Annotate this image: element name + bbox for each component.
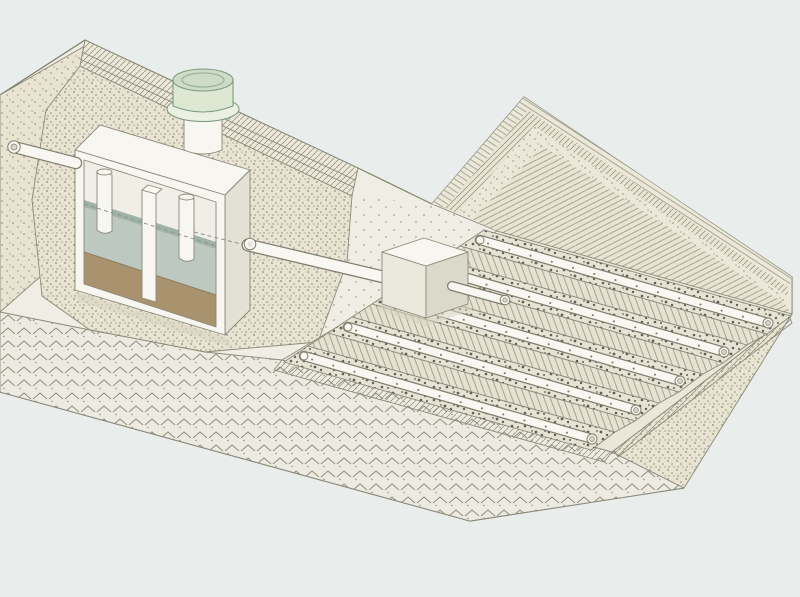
septic-tank [74, 124, 251, 348]
trench-ridge-4-texture [308, 333, 635, 432]
inlet-tee-cap [96, 168, 113, 176]
outlet-tee [178, 195, 195, 262]
lid-top-ring [181, 72, 225, 88]
trench-ridge-3-texture [352, 304, 679, 403]
hidden-outlet-dashed-line [193, 231, 250, 247]
trench-ridge-1-texture [440, 246, 767, 345]
inlet-pipe-opening [10, 143, 18, 151]
saddle-edge-line [357, 167, 433, 205]
inlet-tee [96, 170, 113, 234]
trench-ridge-2-texture [396, 275, 723, 374]
outlet-pipe-coupling-center [247, 241, 253, 247]
lateral-pipe-5 [298, 350, 598, 445]
inlet-pipe [7, 140, 83, 170]
distribution-box-top-face [381, 237, 469, 267]
lateral-pipe-1 [474, 234, 774, 329]
liquid-level-dashed-line [83, 203, 217, 247]
baffle-top [141, 184, 163, 195]
tank-cut-wall [74, 149, 226, 336]
lateral-pipe-4 [342, 321, 642, 416]
bank-layer-4-texture [472, 146, 792, 314]
front-soil-face-texture [0, 312, 684, 521]
tank-shadow [75, 292, 234, 348]
baffle-wall [141, 189, 157, 303]
outlet-tee-cap [178, 193, 195, 201]
drain-field [273, 229, 793, 463]
distribution-stub-pipe [447, 281, 511, 306]
distribution-box [378, 237, 511, 326]
riser-lid [166, 68, 240, 155]
tank-right-face [224, 169, 251, 336]
outlet-pipe [241, 237, 399, 286]
lid-top [172, 68, 234, 92]
